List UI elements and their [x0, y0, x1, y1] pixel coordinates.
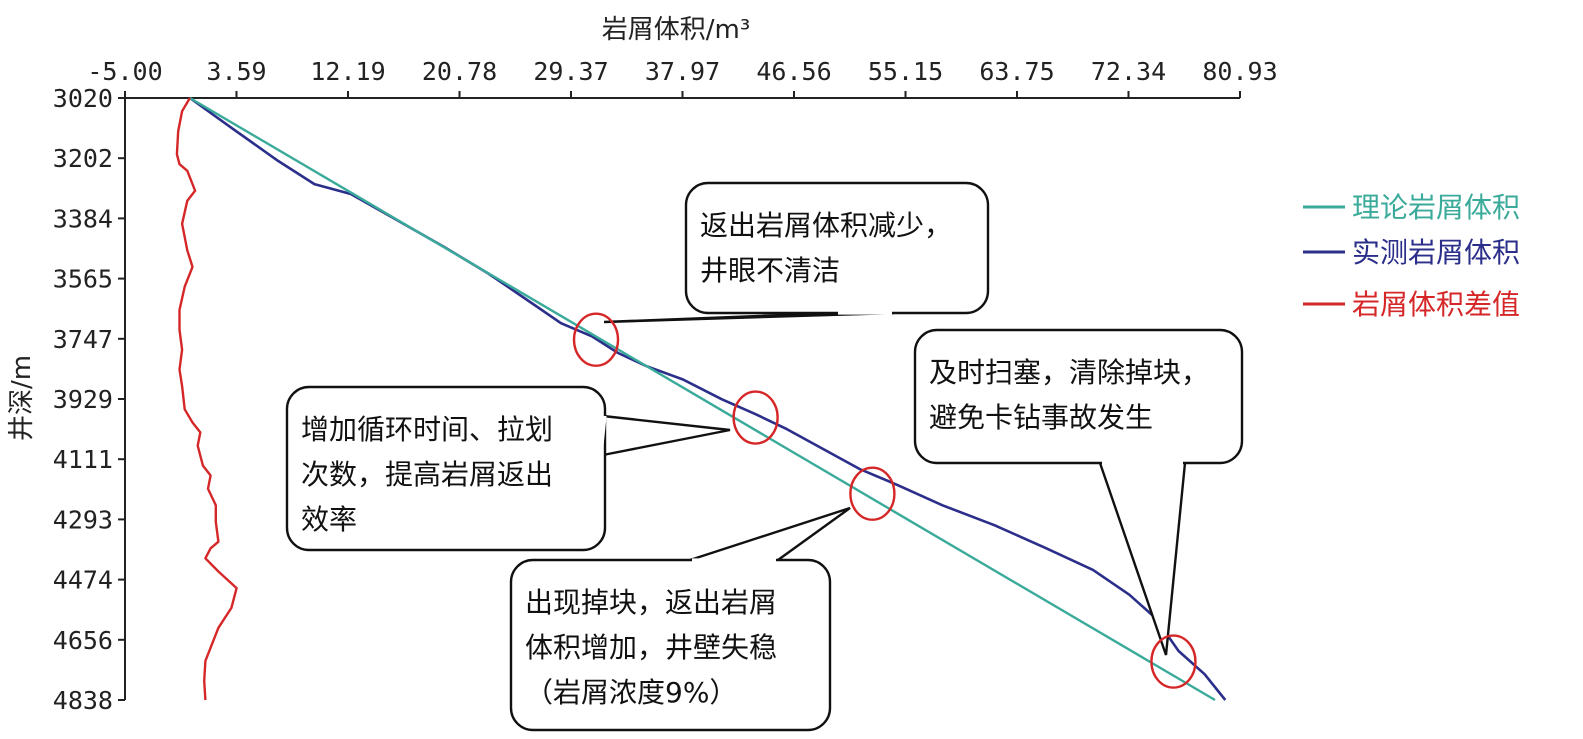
callout-text: （岩屑浓度9%） — [525, 676, 737, 709]
callout-pointer — [689, 506, 851, 562]
x-tick-label: -5.00 — [87, 57, 162, 86]
x-tick-label: 20.78 — [422, 57, 497, 86]
callout-text: 避免卡钻事故发生 — [929, 401, 1153, 434]
x-tick-label: 80.93 — [1202, 57, 1277, 86]
callout-box — [684, 181, 990, 315]
x-tick-label: 37.97 — [645, 57, 720, 86]
x-tick-label: 46.56 — [756, 57, 831, 86]
x-axis-title: 岩屑体积/m³ — [602, 15, 751, 45]
callout-pointer — [602, 414, 731, 457]
callout-box — [509, 558, 832, 732]
y-tick-label: 4293 — [53, 505, 113, 534]
legend-label-1: 实测岩屑体积 — [1352, 236, 1520, 269]
callout-text: 井眼不清洁 — [700, 254, 840, 287]
x-tick-label: 63.75 — [979, 57, 1054, 86]
highlight-circle — [849, 466, 896, 521]
axes: -5.00 3.59 12.19 20.78 29.37 37.97 46.56 55.15 6… — [53, 57, 1278, 715]
callout-pointer — [1098, 462, 1187, 656]
highlight-circle — [732, 390, 779, 445]
legend-label-0: 理论岩屑体积 — [1352, 191, 1520, 224]
callout-text: 次数，提高岩屑返出 — [301, 458, 553, 491]
y-tick-label: 3747 — [53, 325, 113, 354]
y-tick-label: 3565 — [53, 265, 113, 294]
callout-box — [285, 385, 607, 552]
callout-text: 出现掉块，返出岩屑 — [525, 586, 777, 619]
highlight-circle — [1150, 634, 1197, 689]
series-line-0 — [189, 96, 1216, 702]
y-tick-label: 3929 — [53, 385, 113, 414]
x-tick-label: 72.34 — [1091, 57, 1166, 86]
callout-text: 及时扫塞，清除掉块， — [929, 356, 1209, 389]
callout-text: 返出岩屑体积减少， — [700, 209, 952, 242]
callout-box — [913, 328, 1244, 465]
x-tick-label: 12.19 — [310, 57, 385, 86]
callout-text: 增加循环时间、拉划 — [301, 413, 553, 446]
y-tick-label: 4838 — [53, 686, 113, 715]
legend-label-2: 岩屑体积差值 — [1352, 288, 1520, 321]
y-tick-label: 3384 — [53, 204, 113, 233]
y-tick-label: 4656 — [53, 626, 113, 655]
highlight-circle — [572, 312, 620, 367]
callouts: 返出岩屑体积减少， 井眼不清洁增加循环时间、拉划次数，提高岩屑返出效率出现掉块，返… — [285, 181, 1244, 732]
callout-text: 体积增加，井壁失稳 — [525, 631, 777, 664]
y-tick-label: 4111 — [53, 445, 113, 474]
callout-joint — [599, 415, 607, 456]
y-axis-title: 井深/m — [7, 355, 37, 441]
series-layer — [175, 96, 1227, 702]
x-tick-label: 3.59 — [206, 57, 266, 86]
y-tick-label: 3202 — [53, 144, 113, 173]
callout-pointer — [603, 311, 895, 324]
y-tick-label: 3020 — [53, 84, 113, 113]
callout-text: 效率 — [301, 503, 357, 536]
x-tick-label: 29.37 — [533, 57, 608, 86]
series-line-2 — [175, 97, 238, 701]
y-tick-label: 4474 — [53, 566, 113, 595]
x-tick-label: 55.15 — [868, 57, 943, 86]
